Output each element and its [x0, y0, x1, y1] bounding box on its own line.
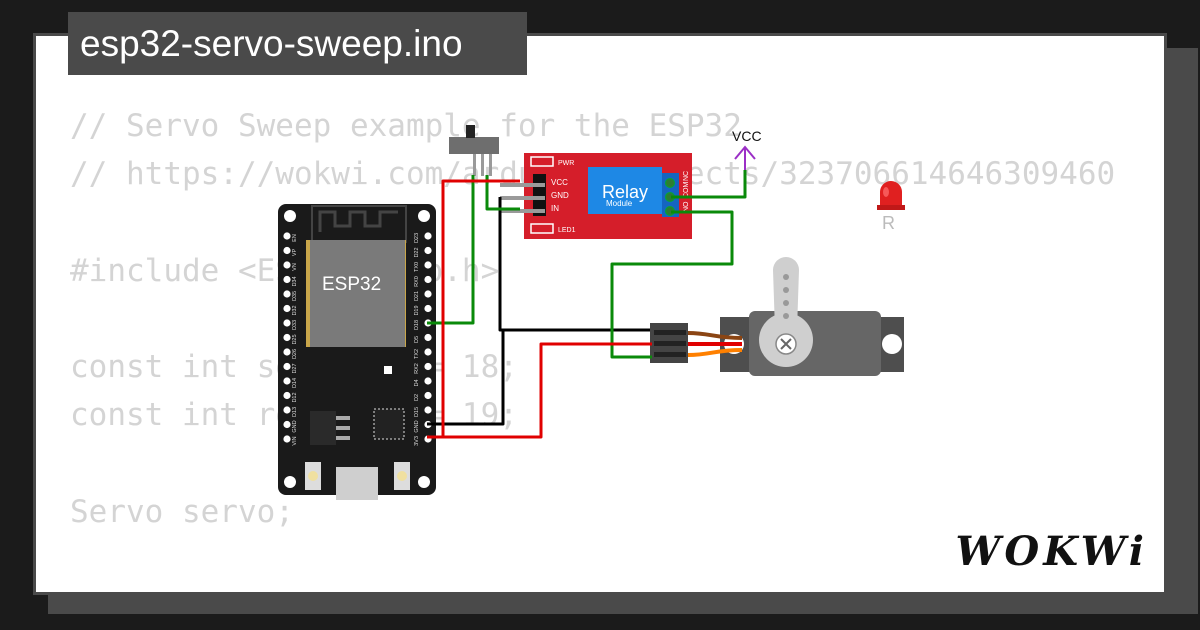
left-pin-d33[interactable] — [283, 319, 291, 327]
left-pin-d25[interactable] — [283, 333, 291, 342]
sketch-title: esp32-servo-sweep.ino — [68, 12, 527, 75]
wokwi-logo: WOKWi — [955, 528, 1148, 575]
wire-relay-in — [485, 175, 520, 211]
wire-relay-out — [610, 210, 734, 359]
relay-pin-vcc: VCC — [551, 178, 568, 187]
left-pin-label: D32 — [292, 305, 298, 315]
left-pin-label: D12 — [292, 392, 298, 402]
wire-servo-power — [427, 342, 652, 439]
left-pin-vp[interactable] — [283, 246, 291, 255]
right-pin-rx0[interactable] — [424, 275, 432, 284]
right-pin-rx2[interactable] — [424, 362, 432, 371]
relay-led1-label: LED1 — [558, 227, 576, 234]
relay-pin-gnd: GND — [551, 191, 569, 200]
left-pin-label: VP — [292, 249, 298, 257]
right-pin-label: D2 — [414, 394, 420, 401]
right-pin-d22[interactable] — [424, 246, 432, 255]
right-pin-d23[interactable] — [424, 232, 432, 240]
relay-out-nc: NC — [683, 171, 690, 181]
relay-label: Relay — [602, 182, 648, 202]
relay-sublabel: Module — [606, 199, 633, 208]
servo-leads — [687, 331, 743, 357]
code-line: Servo servo; — [70, 493, 294, 530]
left-pin-gnd[interactable] — [283, 420, 291, 429]
relay-pin-in: IN — [551, 204, 559, 213]
left-pin-d34[interactable] — [283, 275, 291, 284]
right-pin-d19[interactable] — [424, 304, 432, 313]
left-pin-d27[interactable] — [283, 362, 291, 371]
vcc-symbol[interactable]: VCC — [732, 128, 762, 170]
esp32-chip-label: ESP32 — [322, 274, 381, 295]
left-pin-label: D34 — [292, 276, 298, 286]
right-pin-label: D19 — [414, 305, 420, 315]
left-pin-label: GND — [292, 420, 298, 432]
slide-switch[interactable] — [449, 125, 499, 176]
right-pin-label: D23 — [414, 233, 420, 243]
right-pin-d4[interactable] — [424, 377, 432, 385]
left-pin-label: D14 — [292, 378, 298, 388]
right-pin-label: D22 — [414, 247, 420, 257]
right-pin-d5[interactable] — [424, 333, 432, 342]
left-pin-d14[interactable] — [283, 377, 291, 385]
left-pin-d32[interactable] — [283, 304, 291, 313]
wire-relay-gnd — [498, 197, 650, 332]
right-pin-label: 3V3 — [414, 436, 420, 446]
left-pin-d13[interactable] — [283, 406, 291, 414]
esp32-board[interactable]: ESP32 ENVPVND34D35D32D33D25D26D27D14D12D… — [278, 204, 436, 500]
left-pin-label: D25 — [292, 334, 298, 344]
right-pin-label: TX0 — [414, 262, 420, 272]
wires — [427, 170, 747, 439]
right-pin-label: RX0 — [414, 276, 420, 287]
left-pin-vn[interactable] — [283, 261, 291, 269]
right-pin-tx2[interactable] — [424, 348, 432, 356]
right-pin-d15[interactable] — [424, 406, 432, 414]
right-pin-d21[interactable] — [424, 290, 432, 298]
right-pin-label: D4 — [414, 379, 420, 386]
code-line: void setup() { — [70, 584, 1136, 592]
right-pin-label: D18 — [414, 320, 420, 330]
left-pin-en[interactable] — [283, 232, 291, 240]
relay-out-com: COM — [683, 182, 690, 199]
right-pin-label: GND — [414, 420, 420, 432]
left-pin-label: D35 — [292, 291, 298, 301]
right-pin-d2[interactable] — [424, 391, 432, 400]
right-pin-label: D21 — [414, 291, 420, 301]
left-pin-label: VN — [292, 263, 298, 271]
left-pin-d26[interactable] — [283, 348, 291, 356]
wire-vcc — [671, 170, 747, 199]
left-pin-vin[interactable] — [283, 435, 291, 443]
relay-pwr-label: PWR — [558, 160, 574, 167]
right-pin-label: D15 — [414, 407, 420, 417]
left-pin-label: D26 — [292, 349, 298, 359]
left-pin-d35[interactable] — [283, 290, 291, 298]
left-pin-label: D13 — [292, 407, 298, 417]
led-label: R — [882, 213, 895, 233]
red-led[interactable]: R — [877, 181, 905, 233]
vcc-label: VCC — [732, 128, 762, 144]
right-pin-label: TX2 — [414, 349, 420, 359]
left-pin-label: D33 — [292, 320, 298, 330]
right-pin-label: D5 — [414, 336, 420, 343]
servo-motor[interactable] — [650, 257, 904, 376]
left-pin-label: VIN — [292, 436, 298, 445]
relay-out-no: NO — [683, 201, 690, 212]
right-pin-tx0[interactable] — [424, 261, 432, 269]
code-line: // Servo Sweep example for the ESP32 — [70, 108, 742, 144]
left-pin-label: D27 — [292, 363, 298, 373]
relay-module[interactable]: PWR LED1 VCC GND IN Relay Module NO COM … — [500, 153, 692, 239]
wire-gnd — [427, 330, 505, 426]
left-pin-d12[interactable] — [283, 391, 291, 400]
right-pin-label: RX2 — [414, 363, 420, 374]
left-pin-label: EN — [292, 234, 298, 242]
